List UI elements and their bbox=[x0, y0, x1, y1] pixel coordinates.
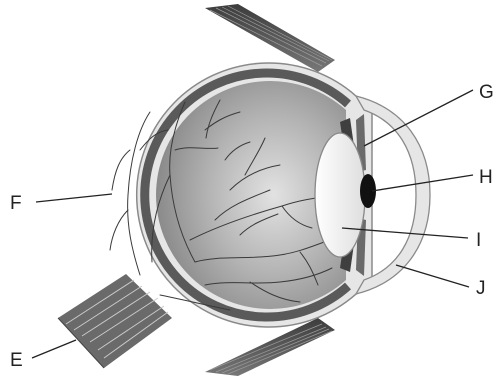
lens bbox=[315, 133, 365, 257]
leader-j bbox=[396, 265, 469, 287]
label-i: I bbox=[476, 230, 481, 251]
label-g: G bbox=[479, 82, 494, 103]
label-j: J bbox=[476, 278, 486, 299]
label-f: F bbox=[10, 193, 22, 214]
label-h: H bbox=[479, 167, 493, 188]
upper-muscle bbox=[205, 4, 335, 72]
leader-e bbox=[32, 340, 76, 358]
leader-f bbox=[36, 194, 112, 202]
optic-nerve bbox=[58, 274, 172, 368]
label-e: E bbox=[10, 350, 23, 371]
